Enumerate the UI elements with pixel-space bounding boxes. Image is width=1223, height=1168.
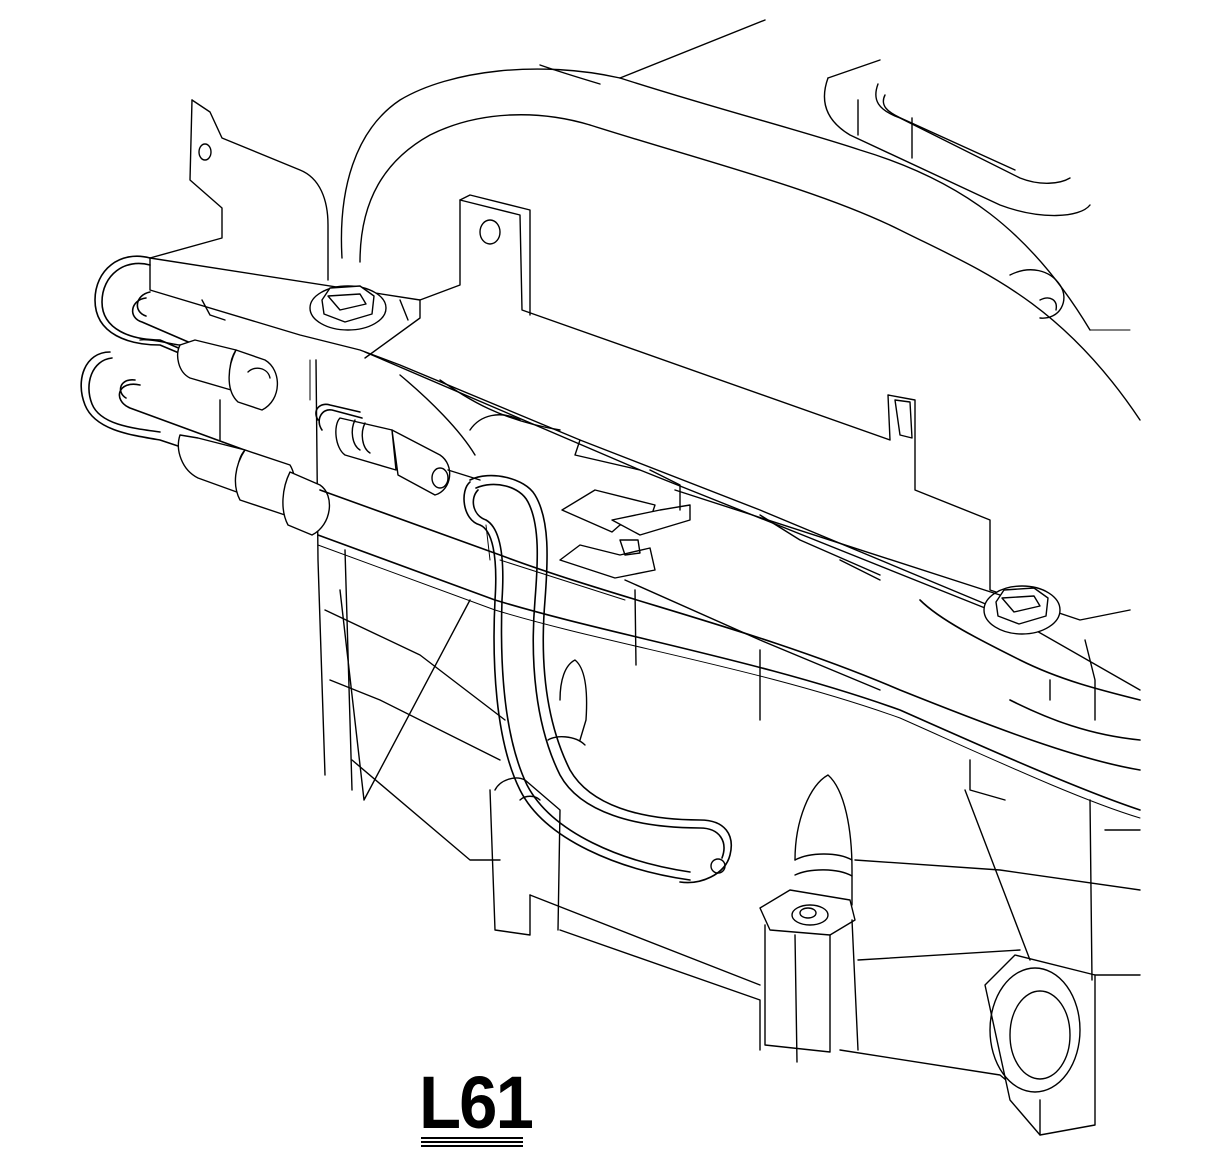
- cooler-hose-upper-loop: [94, 255, 279, 411]
- line-clip: [559, 469, 1001, 596]
- quick-connect-fitting: [315, 403, 481, 496]
- cooler-hose-lower-loop: [80, 351, 1141, 819]
- cooler-hose-vertical: [463, 474, 732, 884]
- engine-upper-cover: [340, 19, 1141, 421]
- engine-code-underline: [421, 1137, 523, 1149]
- mounting-bracket: [149, 99, 329, 281]
- housing-detail-lines: [201, 299, 881, 581]
- engine-code-label: L61: [419, 1061, 534, 1144]
- bolt-left: [309, 285, 387, 331]
- bolt-right: [983, 585, 1061, 635]
- lower-housing: [315, 359, 1141, 1136]
